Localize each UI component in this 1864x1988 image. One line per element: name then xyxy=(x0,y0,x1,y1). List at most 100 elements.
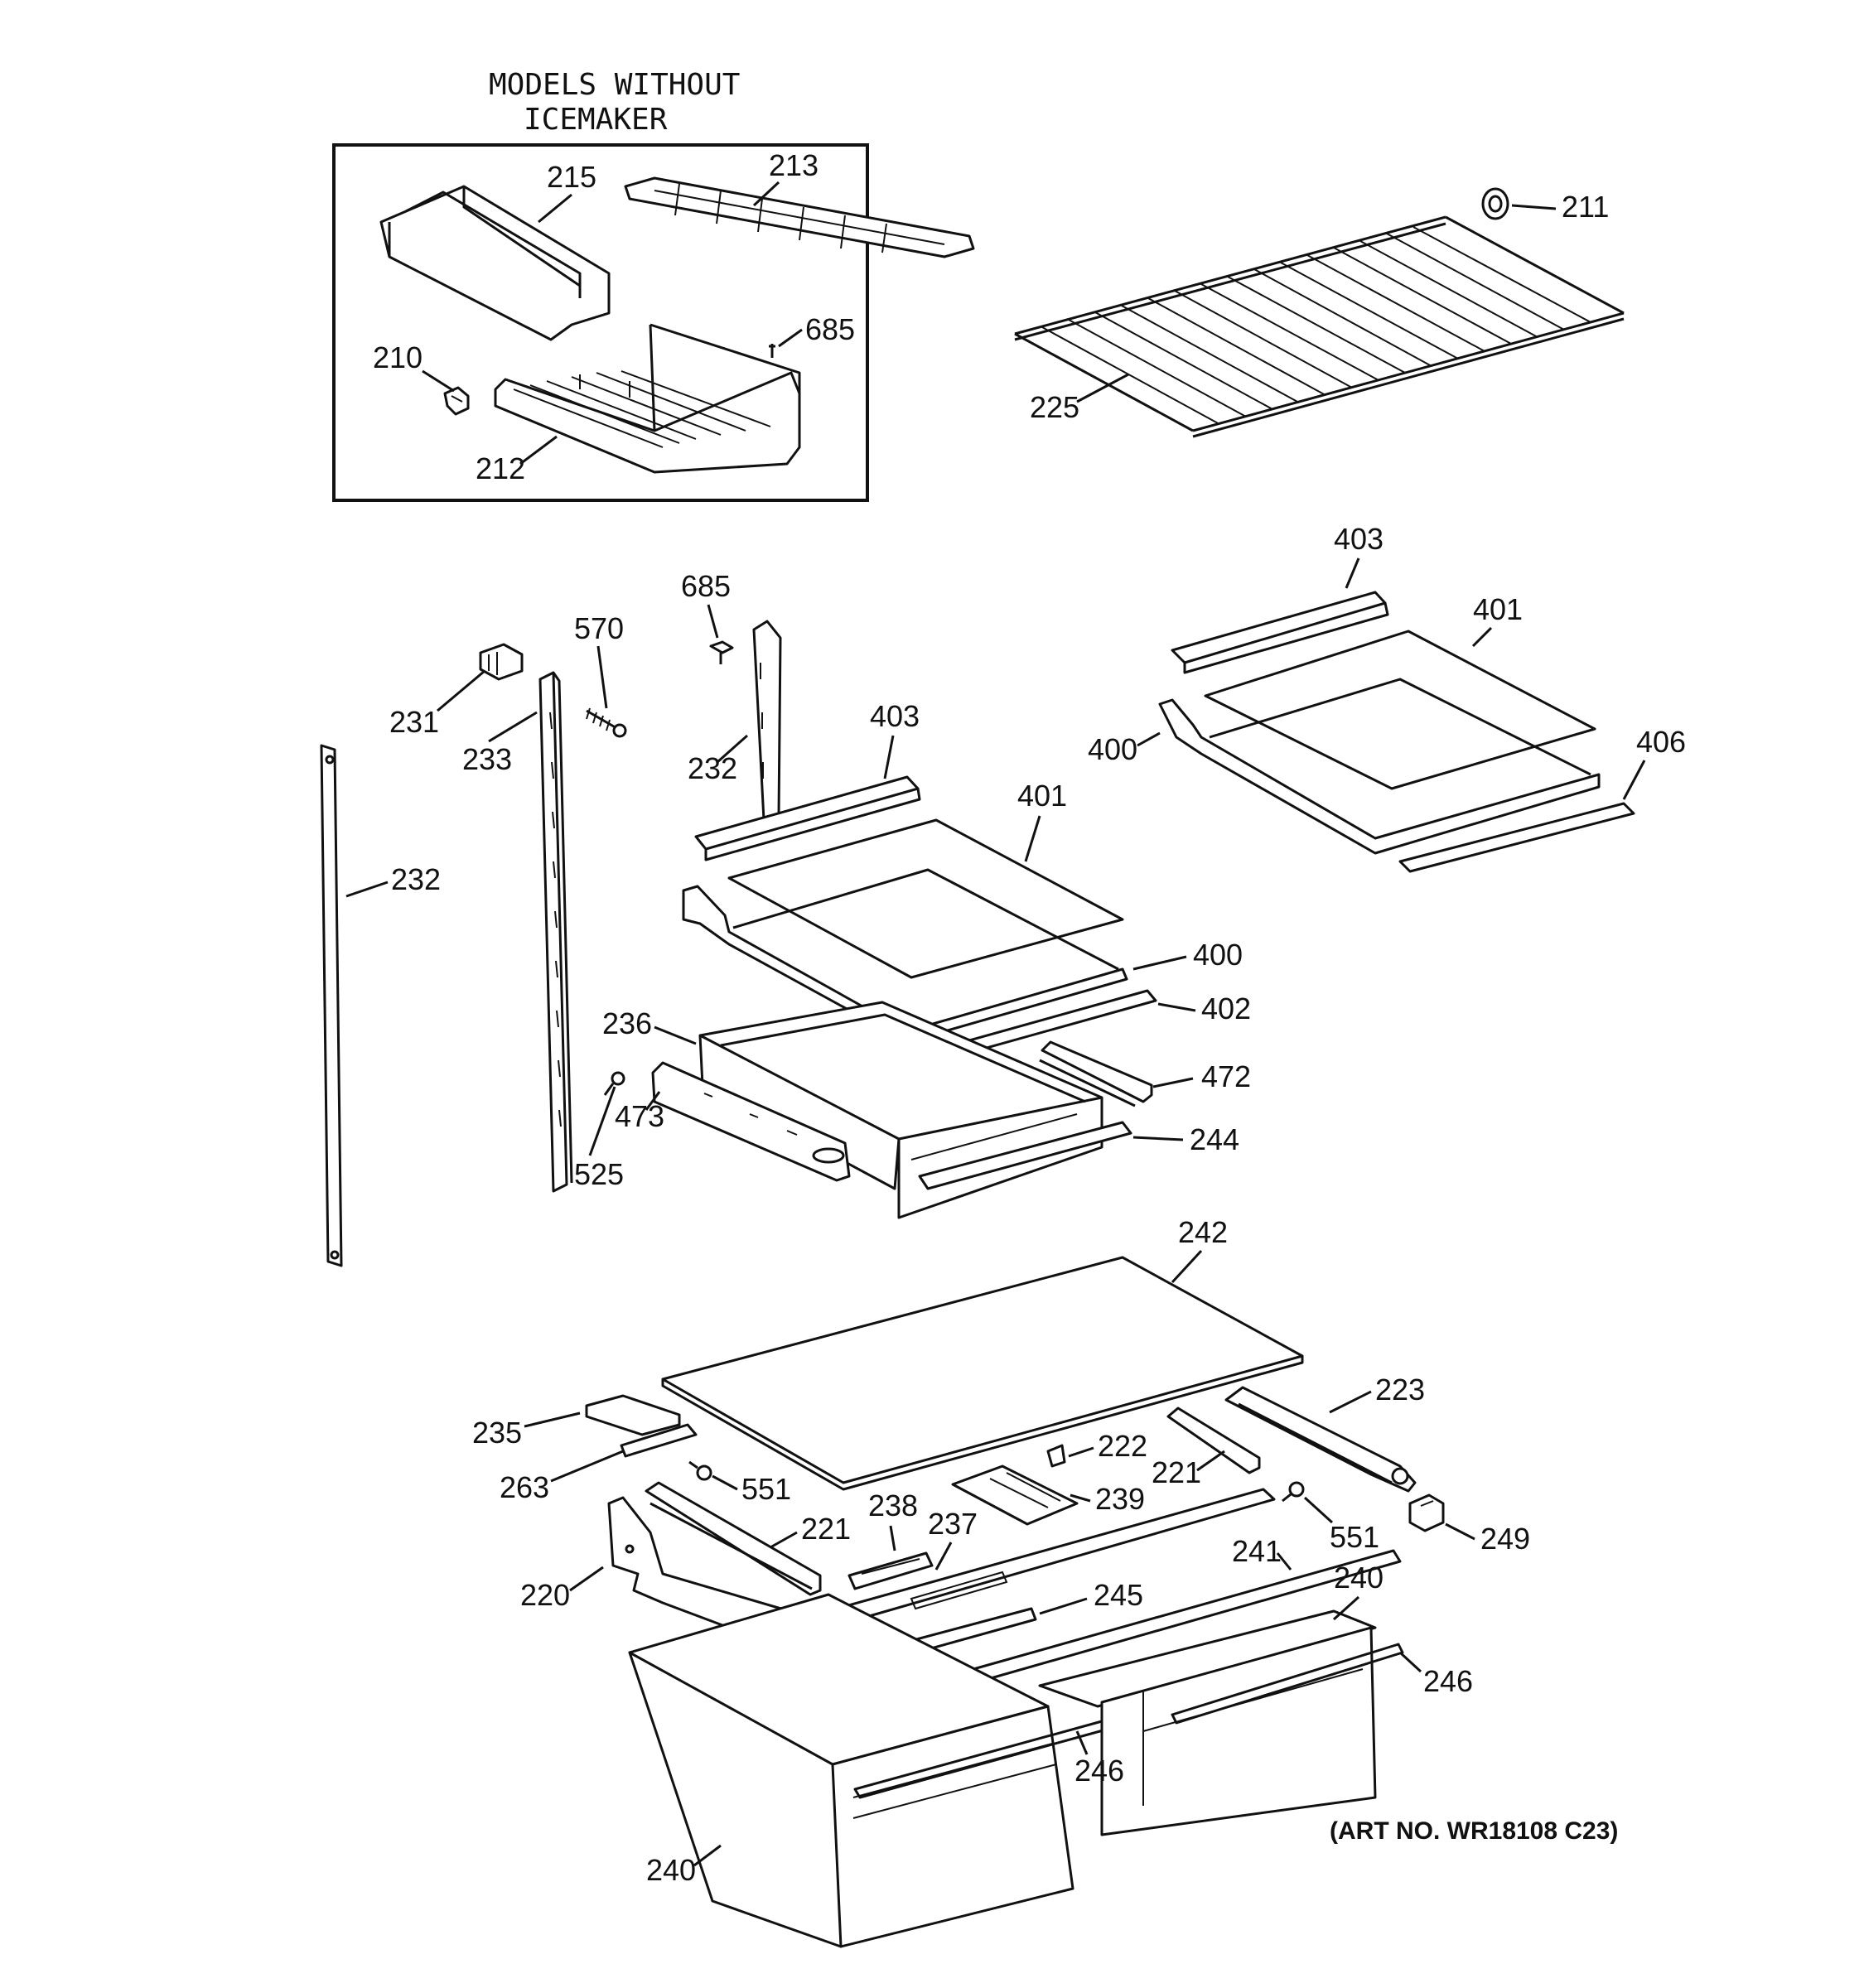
leader-223 xyxy=(1329,1390,1372,1414)
slide-239 xyxy=(951,1464,1079,1526)
label-211: 211 xyxy=(1562,190,1609,224)
leader-246-left xyxy=(1075,1730,1089,1755)
label-403-center: 403 xyxy=(870,699,920,733)
label-215: 215 xyxy=(547,160,596,194)
leader-232-left xyxy=(345,881,389,898)
clip-249 xyxy=(1408,1493,1445,1532)
screw-551-left xyxy=(688,1460,712,1481)
glass-401-center xyxy=(727,818,1124,979)
label-241: 241 xyxy=(1232,1534,1282,1568)
rail-221-right xyxy=(1166,1407,1261,1474)
glass-401-right xyxy=(1204,630,1596,790)
leader-212 xyxy=(519,435,558,466)
leader-222 xyxy=(1068,1446,1094,1458)
screw-685-inset xyxy=(769,344,775,358)
label-240-right: 240 xyxy=(1334,1561,1384,1595)
inset-title-line2: ICEMAKER xyxy=(524,103,668,137)
bracket-263 xyxy=(620,1423,698,1458)
leader-551-left xyxy=(712,1474,738,1491)
label-685-center: 685 xyxy=(681,569,731,603)
crisper-drawer-240-right xyxy=(1038,1609,1404,1836)
leader-242 xyxy=(1171,1249,1203,1284)
shelf-support-223 xyxy=(1224,1386,1417,1493)
art-number: (ART NO. WR18108 C23) xyxy=(1330,1817,1618,1845)
leader-472 xyxy=(1152,1077,1194,1088)
screw-685-center xyxy=(709,640,734,664)
clip-211 xyxy=(1481,187,1509,220)
ice-shelf-212 xyxy=(494,323,801,474)
leader-233 xyxy=(488,711,538,743)
label-242: 242 xyxy=(1178,1215,1228,1249)
leader-220 xyxy=(569,1566,604,1592)
bracket-235 xyxy=(585,1394,681,1436)
leader-221-right xyxy=(1196,1450,1225,1472)
leader-525 xyxy=(588,1086,616,1156)
label-220: 220 xyxy=(520,1578,570,1612)
leader-239 xyxy=(1070,1493,1091,1503)
shelf-frame-400-right xyxy=(1158,698,1601,855)
label-570: 570 xyxy=(574,611,624,645)
label-263: 263 xyxy=(500,1470,549,1504)
ice-tray-213 xyxy=(624,176,975,258)
leader-249 xyxy=(1445,1522,1475,1541)
label-233: 233 xyxy=(462,742,512,776)
leader-246-right xyxy=(1398,1651,1422,1673)
leader-401-right xyxy=(1471,626,1493,648)
leader-236 xyxy=(654,1025,697,1045)
shelf-trim-406 xyxy=(1398,802,1635,873)
leader-232-center xyxy=(717,734,748,764)
label-213: 213 xyxy=(769,148,819,182)
label-212: 212 xyxy=(476,451,525,485)
ice-bucket-215 xyxy=(379,185,611,341)
label-246-right: 246 xyxy=(1423,1664,1473,1698)
leader-237 xyxy=(934,1542,953,1571)
label-210: 210 xyxy=(373,340,423,374)
label-238: 238 xyxy=(868,1489,918,1522)
leader-240-left xyxy=(693,1844,722,1867)
leader-570 xyxy=(596,645,608,709)
leader-215 xyxy=(538,193,572,224)
drawer-cover-244 xyxy=(918,1121,1132,1190)
label-400-right: 400 xyxy=(1088,732,1137,766)
shelf-ladder-232-left xyxy=(320,744,343,1267)
label-551-right: 551 xyxy=(1330,1520,1379,1554)
label-plate-238 xyxy=(847,1551,934,1590)
label-223: 223 xyxy=(1375,1373,1425,1407)
label-401-center: 401 xyxy=(1017,779,1067,813)
leader-403-center xyxy=(883,735,895,779)
label-221-right: 221 xyxy=(1152,1455,1201,1489)
leader-241 xyxy=(1276,1552,1292,1571)
shelf-assembly-center xyxy=(682,775,1157,1064)
label-525: 525 xyxy=(574,1157,624,1191)
leader-263 xyxy=(550,1450,624,1483)
label-406: 406 xyxy=(1636,725,1686,759)
label-472: 472 xyxy=(1201,1059,1251,1093)
label-551-left: 551 xyxy=(741,1472,791,1506)
label-225: 225 xyxy=(1030,390,1079,424)
shelf-assembly-right xyxy=(1158,591,1635,873)
screw-525 xyxy=(603,1071,625,1096)
screw-570 xyxy=(586,707,627,738)
drawer-rail-473 xyxy=(651,1061,851,1182)
drawer-slide-472 xyxy=(1039,1040,1153,1107)
label-249: 249 xyxy=(1480,1522,1530,1556)
leader-213 xyxy=(752,181,780,207)
leader-245 xyxy=(1039,1597,1088,1615)
leader-400-center xyxy=(1132,955,1187,971)
label-232-left: 232 xyxy=(391,862,441,896)
leader-406 xyxy=(1622,760,1646,800)
label-246-left: 246 xyxy=(1074,1754,1124,1788)
knob-210 xyxy=(443,386,470,416)
leader-473 xyxy=(645,1091,661,1111)
leader-225 xyxy=(1076,373,1129,403)
label-403-right: 403 xyxy=(1334,522,1384,556)
label-473: 473 xyxy=(615,1099,664,1133)
label-244: 244 xyxy=(1190,1122,1239,1156)
label-240-left: 240 xyxy=(646,1853,696,1887)
wire-shelf-225 xyxy=(1014,215,1625,438)
label-221-left: 221 xyxy=(801,1512,851,1546)
leader-238 xyxy=(889,1525,896,1551)
label-231: 231 xyxy=(389,705,439,739)
leader-210 xyxy=(422,369,455,393)
